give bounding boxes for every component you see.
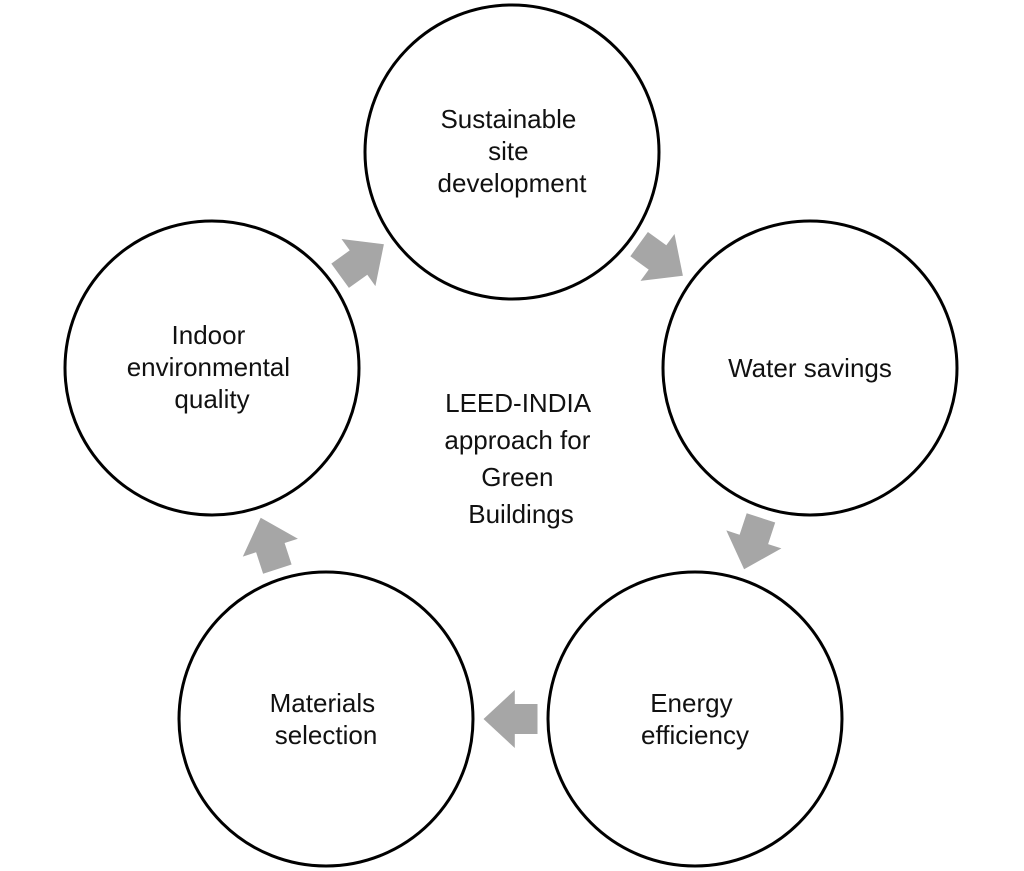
node-label-line: development <box>438 168 588 198</box>
node-label-line: Energy <box>650 688 732 718</box>
node-label: Water savings <box>728 353 892 383</box>
node-label-line: environmental <box>127 352 290 382</box>
node-water-savings: Water savings <box>661 219 959 517</box>
node-label: Materials selection <box>270 688 383 750</box>
node-label-line: efficiency <box>641 720 749 750</box>
flow-arrow-2 <box>726 513 782 570</box>
flow-arrow-3 <box>483 690 538 748</box>
center-title-line: approach for <box>444 425 590 455</box>
center-title: LEED-INDIA approach for Green Buildings <box>444 388 597 529</box>
node-materials-selection: Materials selection <box>177 570 475 868</box>
flow-arrow-4 <box>242 517 298 574</box>
node-label: Indoor environmental quality <box>127 320 298 414</box>
center-title-line: Green <box>481 462 553 492</box>
node-label-line: quality <box>174 384 249 414</box>
node-circle <box>661 219 959 517</box>
flow-arrow-1 <box>630 232 683 281</box>
node-circle <box>546 570 844 868</box>
node-label: Energy efficiency <box>641 688 749 750</box>
node-label-line: Materials <box>270 688 375 718</box>
flow-arrows <box>242 232 782 748</box>
center-title-line: LEED-INDIA <box>445 388 592 418</box>
node-label: Sustainable site development <box>438 104 588 198</box>
flow-arrow-5 <box>331 239 384 288</box>
node-label-line: Indoor <box>172 320 246 350</box>
node-circle <box>63 219 361 517</box>
node-label-line: Water savings <box>728 353 892 383</box>
node-energy-efficiency: Energy efficiency <box>546 570 844 868</box>
node-label-line: Sustainable <box>440 104 576 134</box>
node-indoor-environmental-quality: Indoor environmental quality <box>63 219 361 517</box>
node-circle <box>363 3 661 301</box>
center-title-text: LEED-INDIA approach for Green Buildings <box>444 388 597 529</box>
node-label-line: site <box>488 136 528 166</box>
node-circle <box>177 570 475 868</box>
node-label-line: selection <box>275 720 378 750</box>
node-sustainable-site: Sustainable site development <box>363 3 661 301</box>
center-title-line: Buildings <box>468 499 574 529</box>
